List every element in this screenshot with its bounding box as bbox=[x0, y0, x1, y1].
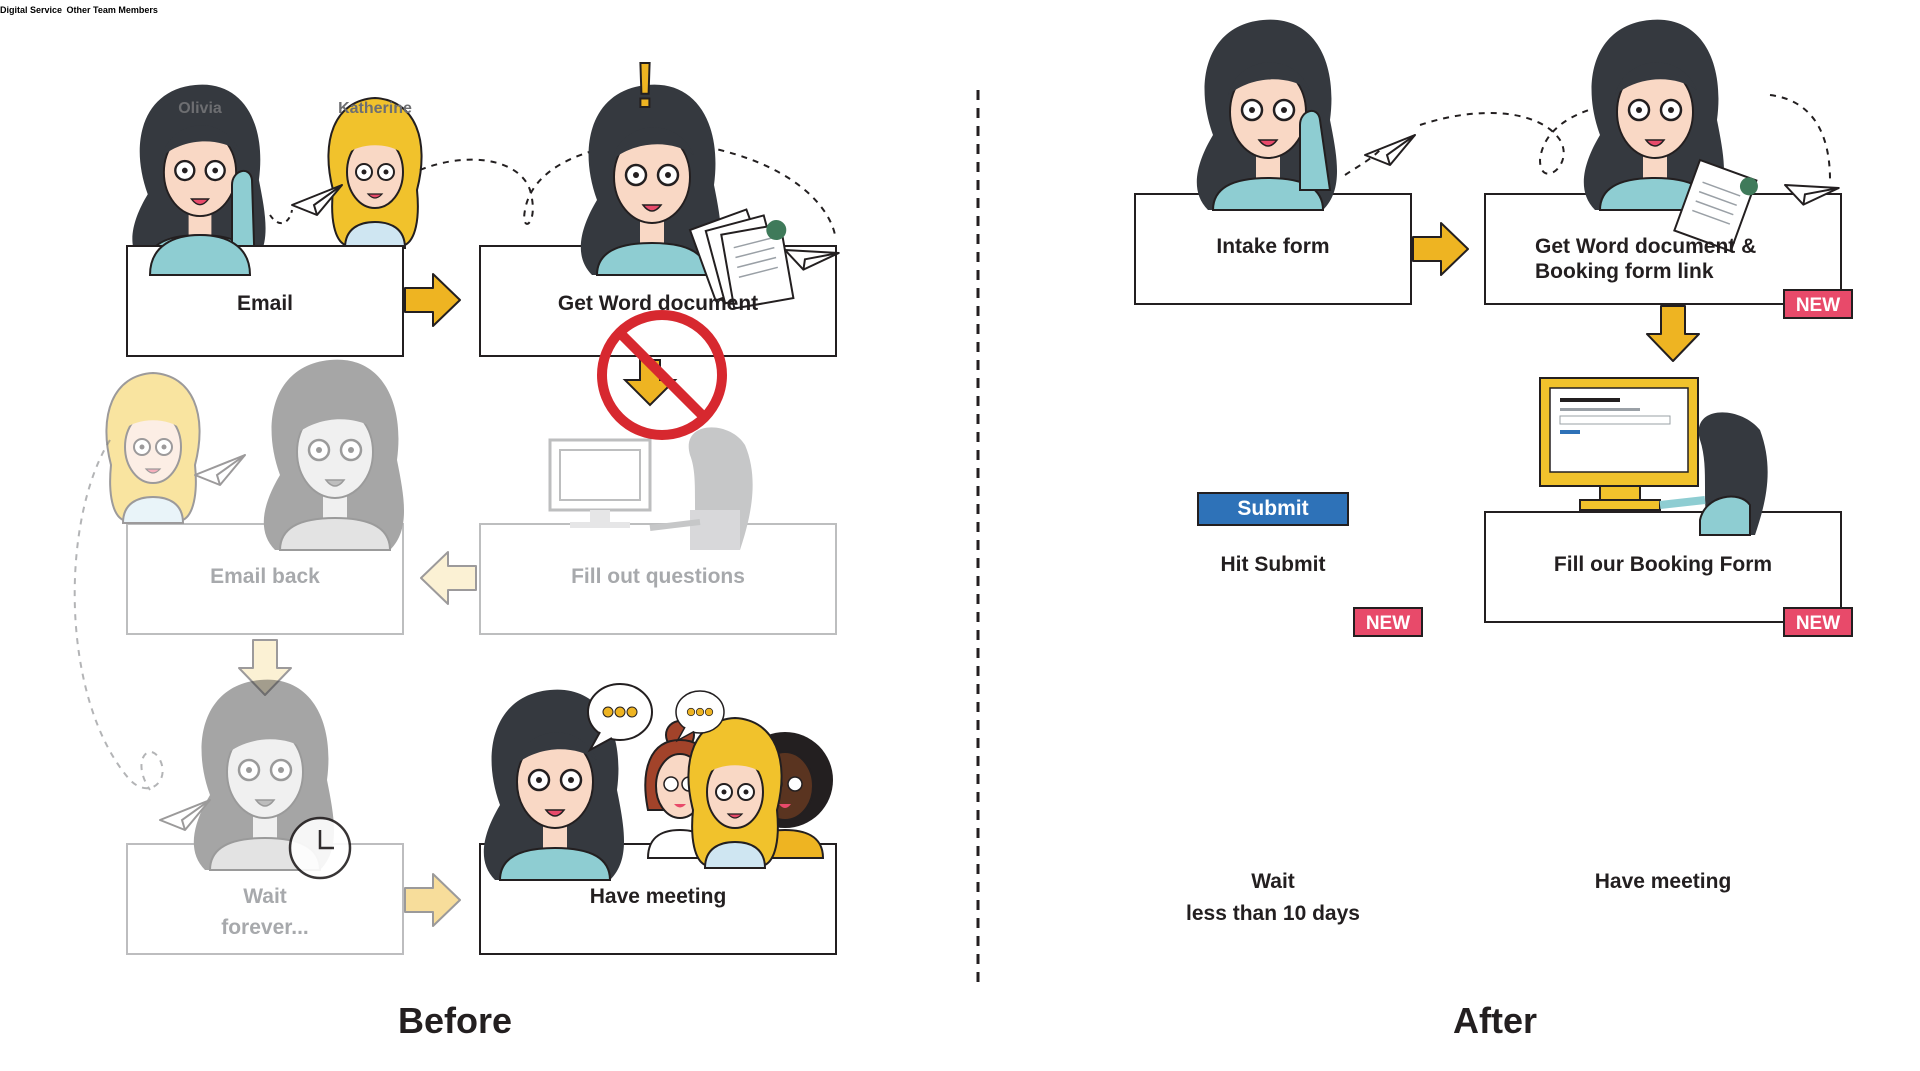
dashed-connector bbox=[1769, 94, 1831, 181]
paper-plane-icon bbox=[1364, 134, 1416, 166]
hit-submit-label: Hit Submit bbox=[1220, 553, 1326, 576]
get-word-link-label-line1: Get Word document & bbox=[1535, 235, 1757, 258]
arrow-icon bbox=[404, 873, 461, 927]
hit-submit-step-box: Digital Service Other Team Members Oli bbox=[0, 0, 1853, 1041]
fill-booking-label: Fill our Booking Form bbox=[1553, 553, 1773, 576]
arrow-icon bbox=[1412, 222, 1469, 276]
wait-step-box bbox=[126, 843, 404, 955]
woman-at-computer bbox=[1659, 412, 1768, 536]
wait-label-line1: Wait bbox=[243, 885, 287, 908]
have-meeting-after-label: Have meeting bbox=[1594, 870, 1732, 893]
email-back-label: Email back bbox=[210, 565, 320, 588]
get-word-label: Get Word document bbox=[557, 292, 759, 315]
arrow-icon bbox=[404, 273, 461, 327]
olivia-faded-avatar bbox=[262, 358, 406, 552]
katherine-faded-avatar bbox=[105, 372, 201, 524]
document-icon bbox=[1673, 158, 1758, 253]
computer-icon bbox=[548, 438, 652, 528]
fill-out-step-box bbox=[479, 523, 837, 635]
computer-icon bbox=[1539, 377, 1699, 511]
dashed-connector bbox=[1344, 98, 1691, 176]
olivia-name-label: Olivia bbox=[178, 100, 222, 117]
arrow-icon bbox=[420, 551, 477, 605]
katherine-name-label: Katherine bbox=[338, 100, 412, 117]
wait-after-label-line1: Wait bbox=[1251, 870, 1295, 893]
after-title: After bbox=[1452, 1000, 1537, 1041]
paper-plane-icon bbox=[269, 184, 343, 225]
meeting-group bbox=[482, 688, 834, 882]
window-title: Other Team Members bbox=[66, 5, 158, 15]
katherine-avatar bbox=[327, 97, 423, 249]
olivia-avatar bbox=[1195, 18, 1339, 212]
dashed-connector bbox=[73, 439, 164, 791]
exclamation-mark: ! bbox=[633, 48, 656, 122]
new-badge: NEW bbox=[1783, 607, 1853, 637]
woman-at-computer bbox=[649, 427, 753, 550]
new-badge: NEW bbox=[1783, 289, 1853, 319]
intake-step-box bbox=[1134, 193, 1412, 305]
fill-out-label: Fill out questions bbox=[571, 565, 745, 588]
speech-bubble-icon bbox=[587, 683, 653, 751]
clock-icon bbox=[288, 816, 352, 880]
before-title: Before bbox=[397, 1000, 513, 1041]
prohibit-icon bbox=[597, 310, 727, 440]
intake-label: Intake form bbox=[1216, 235, 1330, 258]
form-windows: Digital Service Other Team Members bbox=[0, 0, 158, 17]
submit-button[interactable]: Submit bbox=[1197, 492, 1349, 526]
new-badge: NEW bbox=[1353, 607, 1423, 637]
wait-after-label-line2: less than 10 days bbox=[1186, 902, 1360, 925]
dashed-connector bbox=[419, 141, 836, 236]
get-word-link-step-box bbox=[1484, 193, 1842, 305]
get-word-link-label-line2: Booking form link bbox=[1535, 260, 1714, 283]
window-title: Digital Service bbox=[0, 5, 63, 15]
wait-label-line2: forever... bbox=[221, 916, 309, 939]
email-label: Email bbox=[236, 292, 294, 315]
arrow-icon bbox=[1646, 305, 1700, 362]
paper-plane-icon bbox=[194, 454, 246, 486]
have-meeting-label: Have meeting bbox=[589, 885, 727, 908]
fill-booking-step-box bbox=[1484, 511, 1842, 623]
